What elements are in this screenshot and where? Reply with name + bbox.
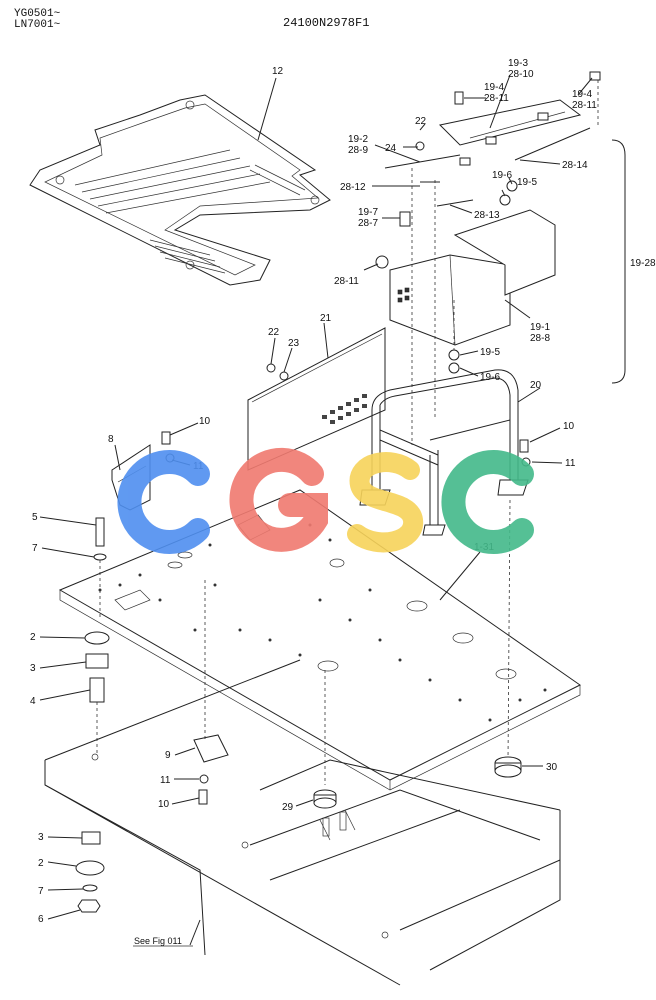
label-19-6b: 19-6 [480, 372, 500, 383]
label-19-7: 19-7 [358, 207, 378, 218]
label-8: 8 [108, 434, 114, 445]
label-19-3: 19-3 [508, 58, 528, 69]
leaders-left [39, 516, 97, 920]
label-28-11a: 28-11 [484, 93, 509, 104]
label-11a: 11 [193, 461, 204, 472]
label-2a: 2 [30, 632, 36, 643]
floor-mat [29, 94, 331, 286]
label-19-5a: 19-5 [517, 177, 537, 188]
label-5: 5 [32, 512, 38, 523]
label-21: 21 [320, 313, 332, 324]
label-6: 6 [38, 914, 44, 925]
label-1-31: 1-31 [474, 542, 494, 553]
label-30: 30 [546, 762, 558, 773]
label-22b: 22 [268, 327, 280, 338]
label-28-13: 28-13 [474, 210, 500, 221]
label-7a: 7 [32, 543, 38, 554]
label-10c: 10 [158, 799, 170, 810]
leader-20 [517, 387, 541, 403]
label-19-2: 19-2 [348, 134, 368, 145]
leaders-lower-bracket [171, 747, 200, 805]
label-11b: 11 [565, 458, 576, 469]
label-28-8: 28-8 [530, 333, 550, 344]
left-mount-stack [75, 517, 110, 913]
label-28-12: 28-12 [340, 182, 366, 193]
label-10b: 10 [563, 421, 575, 432]
leaders-panel [270, 322, 329, 373]
label-19-1: 19-1 [530, 322, 550, 333]
label-19-4a: 19-4 [484, 82, 504, 93]
label-20: 20 [530, 380, 542, 391]
lower-bracket [193, 580, 229, 805]
label-28-14: 28-14 [562, 160, 588, 171]
label-see-fig: See Fig 011 [134, 936, 182, 946]
box-assembly [375, 71, 601, 445]
label-9: 9 [165, 750, 171, 761]
label-3a: 3 [30, 663, 36, 674]
label-12: 12 [272, 66, 284, 77]
part-labels: 12 19-3 28-10 19-4 28-11 19-4 28-11 22 2… [30, 58, 656, 946]
console-panel [247, 327, 386, 471]
base-frame [44, 659, 561, 986]
bracket [111, 431, 531, 511]
label-4: 4 [30, 696, 36, 707]
label-19-5b: 19-5 [480, 347, 500, 358]
label-29: 29 [282, 802, 294, 813]
label-19-4b: 19-4 [572, 89, 592, 100]
label-28-9: 28-9 [348, 145, 368, 156]
label-22a: 22 [415, 116, 427, 127]
label-11c: 11 [160, 775, 171, 786]
leader-1-31 [439, 551, 481, 601]
leader-see-fig [189, 919, 201, 946]
label-28-11b: 28-11 [572, 100, 597, 111]
label-10a: 10 [199, 416, 211, 427]
label-28-11c: 28-11 [334, 276, 359, 287]
leaders-grommets [295, 765, 543, 807]
label-28-7: 28-7 [358, 218, 378, 229]
label-19-6a: 19-6 [492, 170, 512, 181]
leaders-upper [363, 74, 626, 384]
leader-12 [257, 77, 277, 141]
label-3b: 3 [38, 832, 44, 843]
label-2b: 2 [38, 858, 44, 869]
serial-range-yg: YG0501~ [14, 8, 61, 20]
label-24: 24 [385, 143, 397, 154]
label-23: 23 [288, 338, 300, 349]
label-28-10: 28-10 [508, 69, 534, 80]
floor-plate [58, 489, 581, 791]
drawing-number: 24100N2978F1 [283, 16, 370, 30]
label-19-28: 19-28 [630, 258, 656, 269]
serial-range-ln: LN7001~ [14, 19, 61, 31]
label-7b: 7 [38, 886, 44, 897]
